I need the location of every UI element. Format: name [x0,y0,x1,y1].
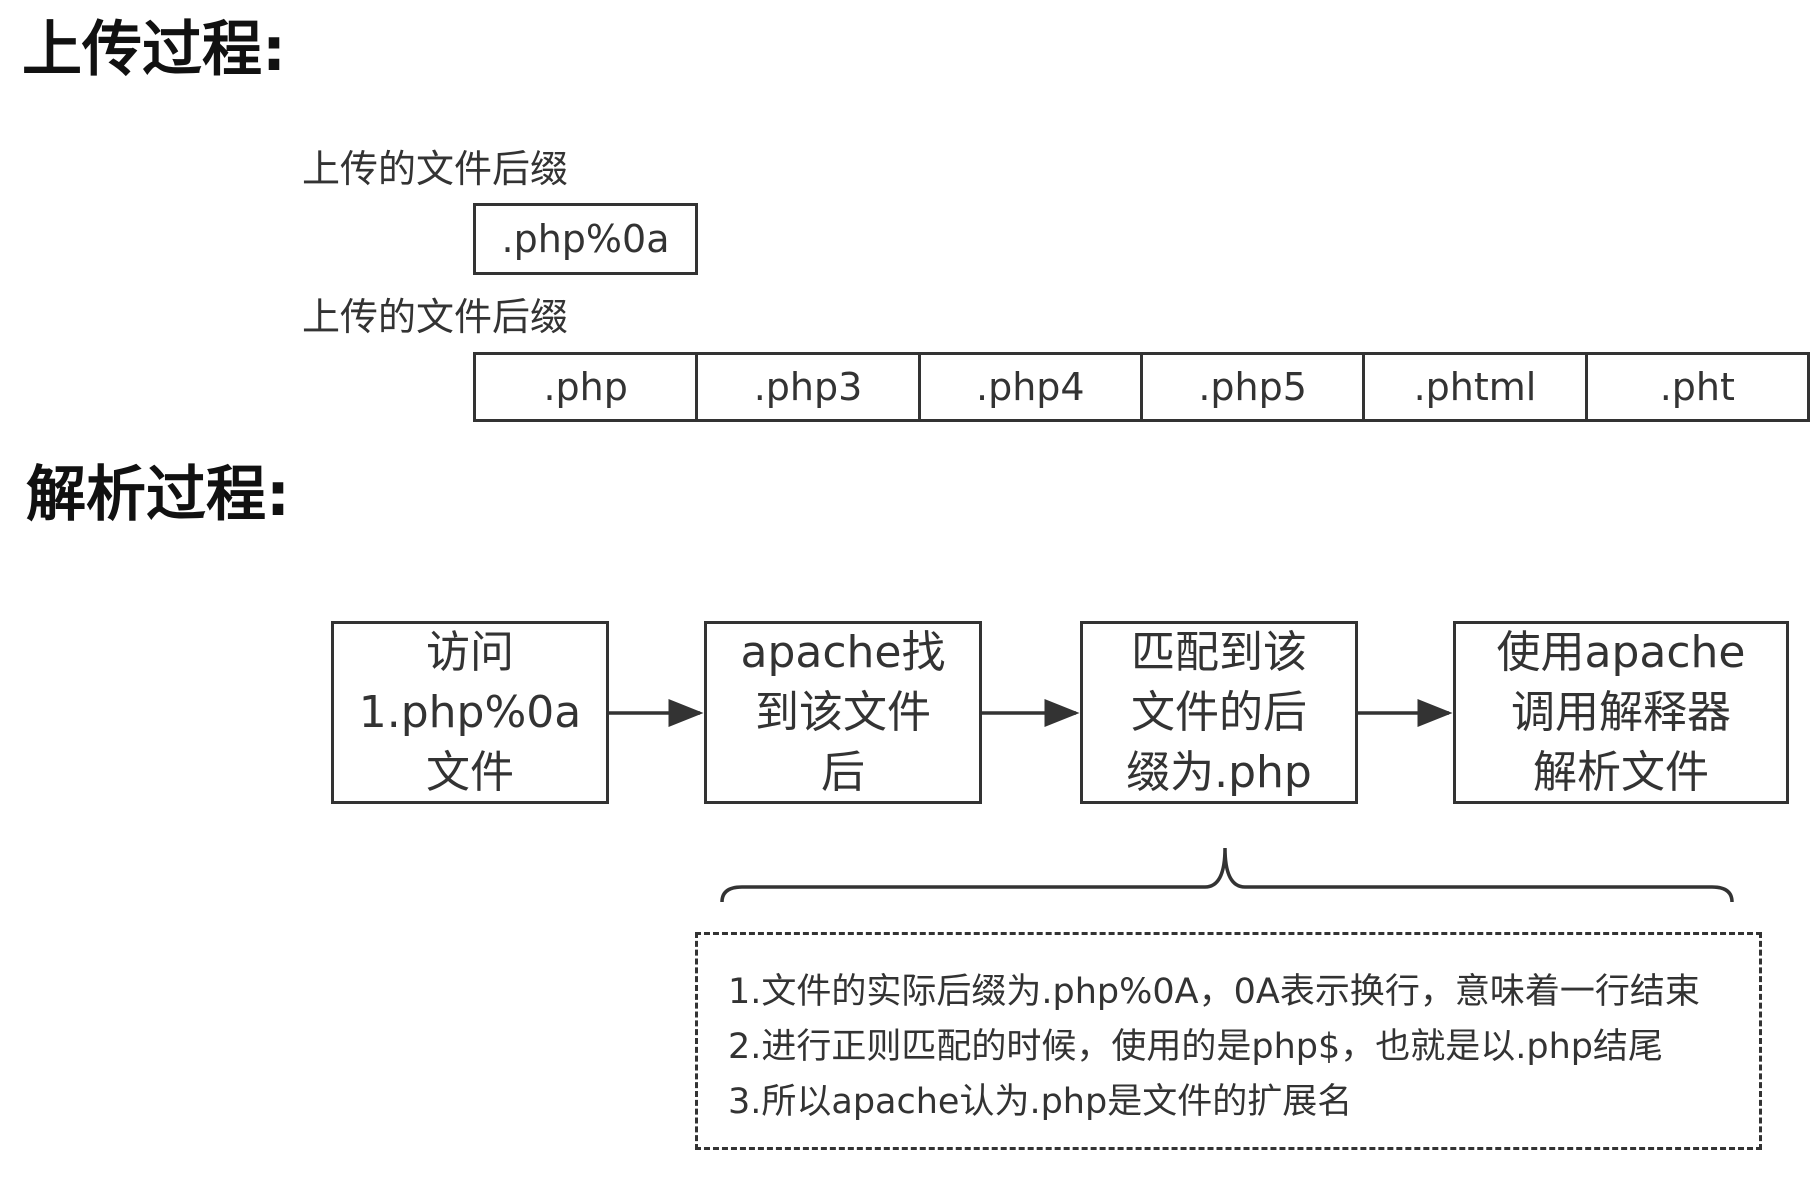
suffix-cell-phtml: .phtml [1362,355,1584,419]
flow-step-text: 访问 1.php%0a 文件 [358,626,582,798]
parse-process-title: 解析过程: [26,460,290,530]
note-line: 1.文件的实际后缀为.php%0A，0A表示换行，意味着一行结束 [728,972,1700,1012]
flow-step-apache-find: apache找 到该文件 后 [704,621,982,804]
flow-step-interpret: 使用apache 调用解释器 解析文件 [1453,621,1789,804]
explanation-notes: 1.文件的实际后缀为.php%0A，0A表示换行，意味着一行结束 2.进行正则匹… [695,932,1762,1150]
curly-brace-icon [720,847,1734,903]
suffix-cell-pht: .pht [1584,355,1807,419]
flow-step-match-suffix: 匹配到该 文件的后 缀为.php [1080,621,1358,804]
flow-step-text: 匹配到该 文件的后 缀为.php [1126,626,1312,798]
suffix-cell-php3: .php3 [695,355,917,419]
uploaded-suffix-label: 上传的文件后缀 [302,147,569,191]
suffix-list: .php .php3 .php4 .php5 .phtml .pht [473,352,1810,422]
uploaded-suffix-box: .php%0a [473,203,698,275]
flow-step-text: apache找 到该文件 后 [740,626,946,798]
flow-step-text: 使用apache 调用解释器 解析文件 [1496,626,1746,798]
note-line: 2.进行正则匹配的时候，使用的是php$，也就是以.php结尾 [728,1027,1664,1067]
suffix-cell-php5: .php5 [1139,355,1362,419]
allowed-suffix-label: 上传的文件后缀 [302,295,569,339]
uploaded-suffix-value: .php%0a [501,217,670,261]
note-line: 3.所以apache认为.php是文件的扩展名 [728,1082,1353,1122]
upload-process-title: 上传过程: [22,15,286,85]
suffix-cell-php: .php [543,365,628,409]
flow-step-access-file: 访问 1.php%0a 文件 [331,621,609,804]
suffix-cell-php4: .php4 [917,355,1140,419]
